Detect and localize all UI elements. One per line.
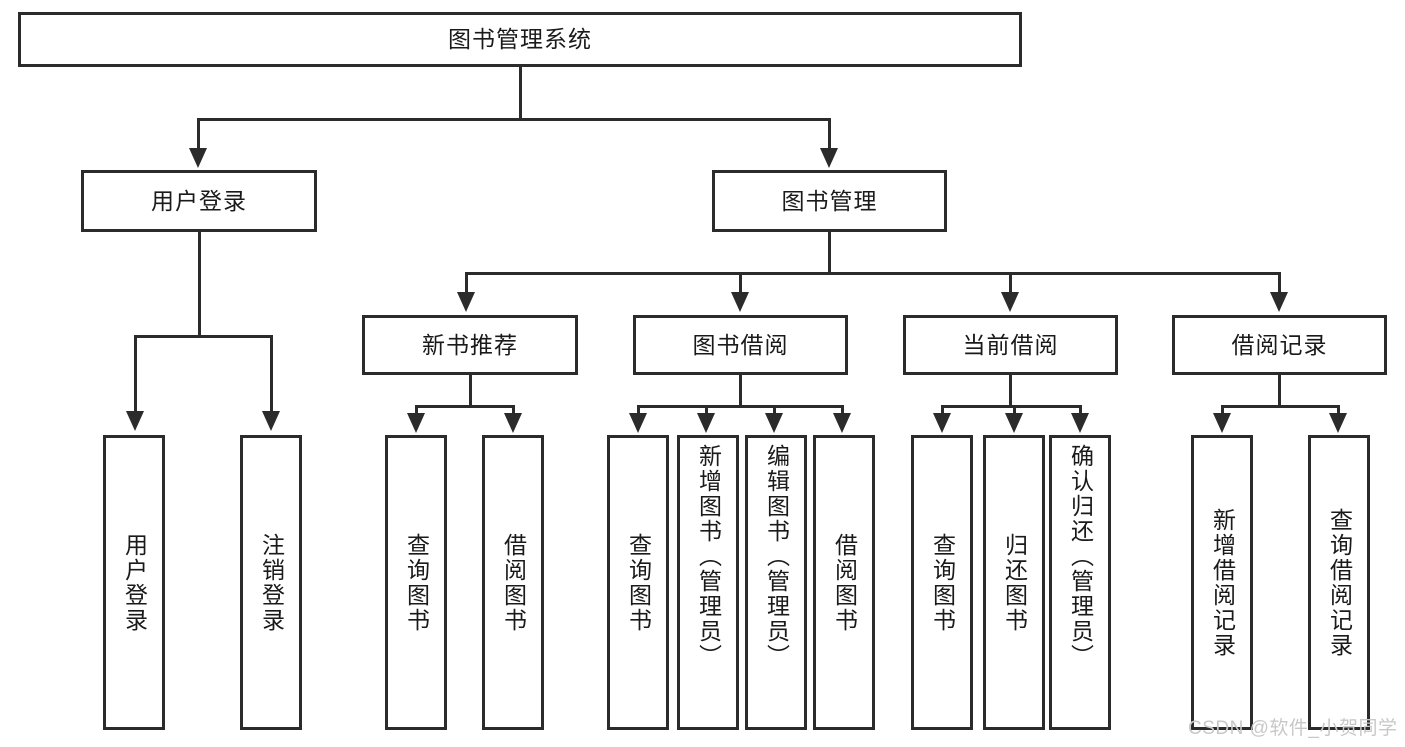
arrow-newbook-l1: [407, 413, 425, 433]
arrow-bookmgmt-c1: [457, 292, 475, 312]
arrow-borrow-l3: [765, 413, 783, 433]
node-borrow-record-label: 借阅记录: [1231, 331, 1328, 358]
node-user-login[interactable]: 用户登录: [81, 170, 317, 232]
leaf-query-book-current[interactable]: 查询图书: [911, 435, 973, 730]
node-root-label: 图书管理系统: [448, 26, 592, 53]
leaf-borrow-book[interactable]: 借阅图书: [813, 435, 875, 730]
arrow-bookmgmt-c4: [1270, 292, 1288, 312]
connector-record-stem: [1278, 375, 1281, 405]
arrow-root-to-bookmgmt: [820, 148, 838, 168]
connector-bookmgmt-c1: [465, 272, 468, 294]
arrow-borrow-l4: [833, 413, 851, 433]
leaf-query-book-label: 查询图书: [625, 532, 652, 633]
leaf-borrow-book-recommend-label: 借阅图书: [500, 532, 527, 633]
connector-current-l3: [1079, 405, 1082, 415]
leaf-borrow-book-label: 借阅图书: [831, 532, 858, 633]
arrow-root-to-login: [189, 148, 207, 168]
connector-record-l1: [1221, 405, 1224, 415]
node-new-book-recommend-label: 新书推荐: [422, 331, 518, 358]
connector-bookmgmt-c4: [1278, 272, 1281, 294]
node-current-borrow-label: 当前借阅: [962, 331, 1059, 358]
arrow-bookmgmt-c2: [731, 292, 749, 312]
leaf-user-login[interactable]: 用户登录: [103, 435, 165, 730]
connector-current-stem: [1009, 375, 1012, 405]
node-user-login-label: 用户登录: [151, 187, 247, 214]
node-book-management-label: 图书管理: [781, 187, 878, 214]
connector-current-l1: [941, 405, 944, 415]
connector-newbook-bus: [415, 405, 514, 408]
leaf-query-borrow-record[interactable]: 查询借阅记录: [1308, 435, 1370, 730]
leaf-borrow-book-recommend[interactable]: 借阅图书: [482, 435, 544, 730]
node-book-management[interactable]: 图书管理: [712, 170, 947, 232]
connector-borrow-stem: [739, 375, 742, 405]
connector-login-bus: [134, 335, 273, 338]
connector-record-l2: [1337, 405, 1340, 415]
leaf-user-login-label: 用户登录: [121, 532, 148, 633]
connector-record-bus: [1221, 405, 1339, 408]
connector-borrow-l1: [637, 405, 640, 415]
leaf-edit-book-admin[interactable]: 编辑图书（管理员）: [745, 435, 807, 730]
connector-borrow-l3: [773, 405, 776, 415]
leaf-add-borrow-record[interactable]: 新增借阅记录: [1191, 435, 1253, 730]
leaf-add-borrow-record-label: 新增借阅记录: [1209, 507, 1236, 658]
connector-newbook-l1: [415, 405, 418, 415]
arrow-record-l2: [1329, 413, 1347, 433]
connector-newbook-stem: [469, 375, 472, 405]
leaf-query-book-recommend[interactable]: 查询图书: [385, 435, 447, 730]
arrow-current-l2: [1005, 413, 1023, 433]
node-book-borrow-label: 图书借阅: [692, 331, 789, 358]
leaf-query-book-current-label: 查询图书: [929, 532, 956, 633]
connector-bookmgmt-c2: [739, 272, 742, 294]
arrow-current-l3: [1071, 413, 1089, 433]
leaf-add-book-admin[interactable]: 新增图书（管理员）: [677, 435, 739, 730]
arrow-newbook-l2: [504, 413, 522, 433]
leaf-add-book-admin-label: 新增图书（管理员）: [695, 444, 722, 669]
arrow-login-leaf-1: [126, 411, 144, 431]
connector-root-to-login: [197, 118, 200, 150]
arrow-record-l1: [1213, 413, 1231, 433]
connector-newbook-l2: [512, 405, 515, 415]
connector-login-right: [270, 335, 273, 413]
leaf-return-book[interactable]: 归还图书: [983, 435, 1045, 730]
connector-current-bus: [941, 405, 1080, 408]
leaf-confirm-return-admin-label: 确认归还（管理员）: [1067, 444, 1094, 669]
connector-current-l2: [1013, 405, 1016, 415]
node-current-borrow[interactable]: 当前借阅: [903, 315, 1118, 375]
arrow-borrow-l1: [629, 413, 647, 433]
leaf-confirm-return-admin[interactable]: 确认归还（管理员）: [1049, 435, 1111, 730]
leaf-logout-label: 注销登录: [258, 532, 285, 633]
connector-root-bus: [197, 118, 831, 121]
connector-root-to-bookmgmt: [828, 118, 831, 150]
connector-borrow-l4: [841, 405, 844, 415]
leaf-return-book-label: 归还图书: [1001, 532, 1028, 633]
connector-borrow-bus: [637, 405, 844, 408]
csdn-watermark: CSDN @软件_小贺同学: [1188, 718, 1398, 739]
leaf-logout[interactable]: 注销登录: [240, 435, 302, 730]
leaf-edit-book-admin-label: 编辑图书（管理员）: [763, 444, 790, 669]
node-book-borrow[interactable]: 图书借阅: [633, 315, 848, 375]
leaf-query-book-recommend-label: 查询图书: [403, 532, 430, 633]
arrow-bookmgmt-c3: [1001, 292, 1019, 312]
connector-root-stem: [519, 67, 522, 118]
connector-bookmgmt-stem: [828, 232, 831, 272]
connector-bookmgmt-bus: [465, 272, 1281, 275]
leaf-query-book[interactable]: 查询图书: [607, 435, 669, 730]
connector-borrow-l2: [705, 405, 708, 415]
arrow-borrow-l2: [697, 413, 715, 433]
node-borrow-record[interactable]: 借阅记录: [1172, 315, 1387, 375]
leaf-query-borrow-record-label: 查询借阅记录: [1326, 507, 1353, 658]
connector-bookmgmt-c3: [1009, 272, 1012, 294]
node-root[interactable]: 图书管理系统: [18, 12, 1022, 67]
connector-login-stem: [198, 232, 201, 335]
connector-login-left: [134, 335, 137, 413]
arrow-current-l1: [933, 413, 951, 433]
arrow-login-leaf-2: [262, 411, 280, 431]
node-new-book-recommend[interactable]: 新书推荐: [362, 315, 578, 375]
